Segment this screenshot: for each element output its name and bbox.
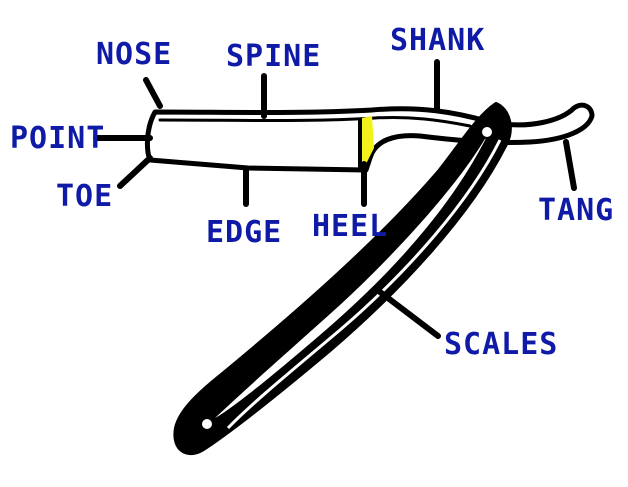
- label-heel: HEEL: [312, 209, 388, 244]
- leader-toe: [117, 155, 153, 189]
- leader-scales: [377, 289, 441, 339]
- label-point: POINT: [10, 121, 105, 156]
- label-scales: SCALES: [444, 327, 558, 362]
- end-pin-icon: [200, 417, 214, 431]
- leader-tang: [563, 139, 577, 191]
- blade-inner-line: [158, 115, 472, 128]
- scales-outer: [173, 102, 512, 456]
- pivot-pin-icon: [480, 125, 494, 139]
- leader-nose: [143, 77, 163, 109]
- label-nose: NOSE: [96, 37, 172, 72]
- label-tang: TANG: [538, 193, 614, 228]
- label-spine: SPINE: [226, 39, 321, 74]
- razor-blade: [144, 102, 595, 173]
- razor-scales: [173, 102, 512, 456]
- label-toe: TOE: [56, 179, 113, 214]
- part-labels: NOSE SPINE SHANK POINT TOE EDGE HEEL TAN…: [10, 23, 614, 362]
- leader-lines: [93, 59, 577, 339]
- heel-highlight: [362, 116, 374, 164]
- label-shank: SHANK: [390, 23, 485, 58]
- scales-edge-highlight: [226, 139, 502, 430]
- label-edge: EDGE: [206, 215, 282, 250]
